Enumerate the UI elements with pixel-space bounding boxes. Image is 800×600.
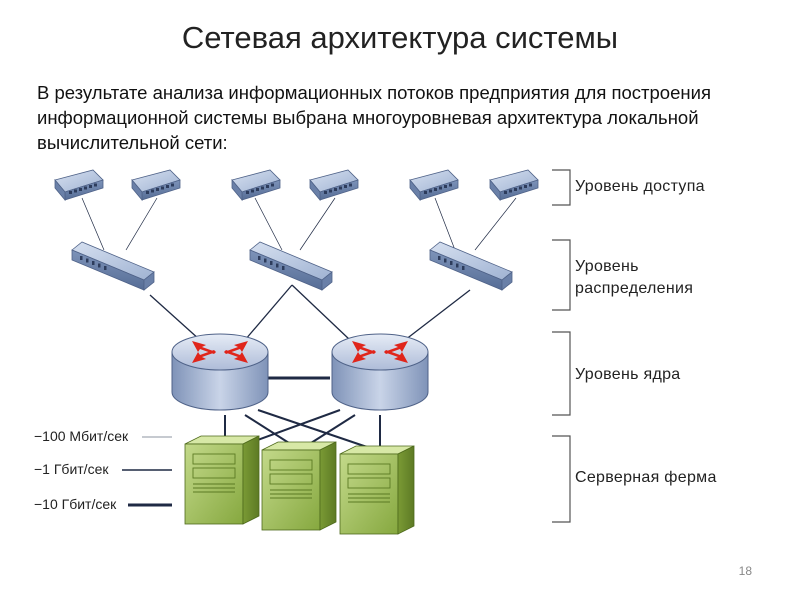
level-label-server-farm: Серверная ферма — [575, 469, 717, 486]
legend-label-100mbit: −100 Мбит/сек — [34, 428, 129, 444]
access-switch-2 — [131, 169, 181, 201]
server-2 — [261, 441, 337, 531]
distribution-switch-1 — [71, 241, 155, 291]
access-switch-6 — [489, 169, 539, 201]
level-label-distribution: Уровень распределения — [575, 258, 694, 297]
level-label-core: Уровень ядра — [575, 366, 681, 383]
legend-label-10gbit: −10 Гбит/сек — [34, 496, 117, 512]
core-router-1 — [171, 333, 269, 411]
server-3 — [339, 445, 415, 535]
level-label-access: Уровень доступа — [575, 178, 705, 195]
server-1 — [184, 435, 260, 525]
access-switch-5 — [409, 169, 459, 201]
access-switch-1 — [54, 169, 104, 201]
page-number: 18 — [738, 564, 752, 578]
slide-intro-text: В результате анализа информационных пото… — [37, 82, 711, 153]
core-router-2 — [331, 333, 429, 411]
network-links — [81, 197, 517, 451]
speed-legend-lines — [122, 436, 172, 507]
access-switch-3 — [231, 169, 281, 201]
access-switch-4 — [309, 169, 359, 201]
slide-title: Сетевая архитектура системы — [181, 20, 619, 55]
level-brackets — [552, 169, 571, 523]
distribution-switch-3 — [429, 241, 513, 291]
legend-label-1gbit: −1 Гбит/сек — [34, 461, 109, 477]
distribution-switch-2 — [249, 241, 333, 291]
